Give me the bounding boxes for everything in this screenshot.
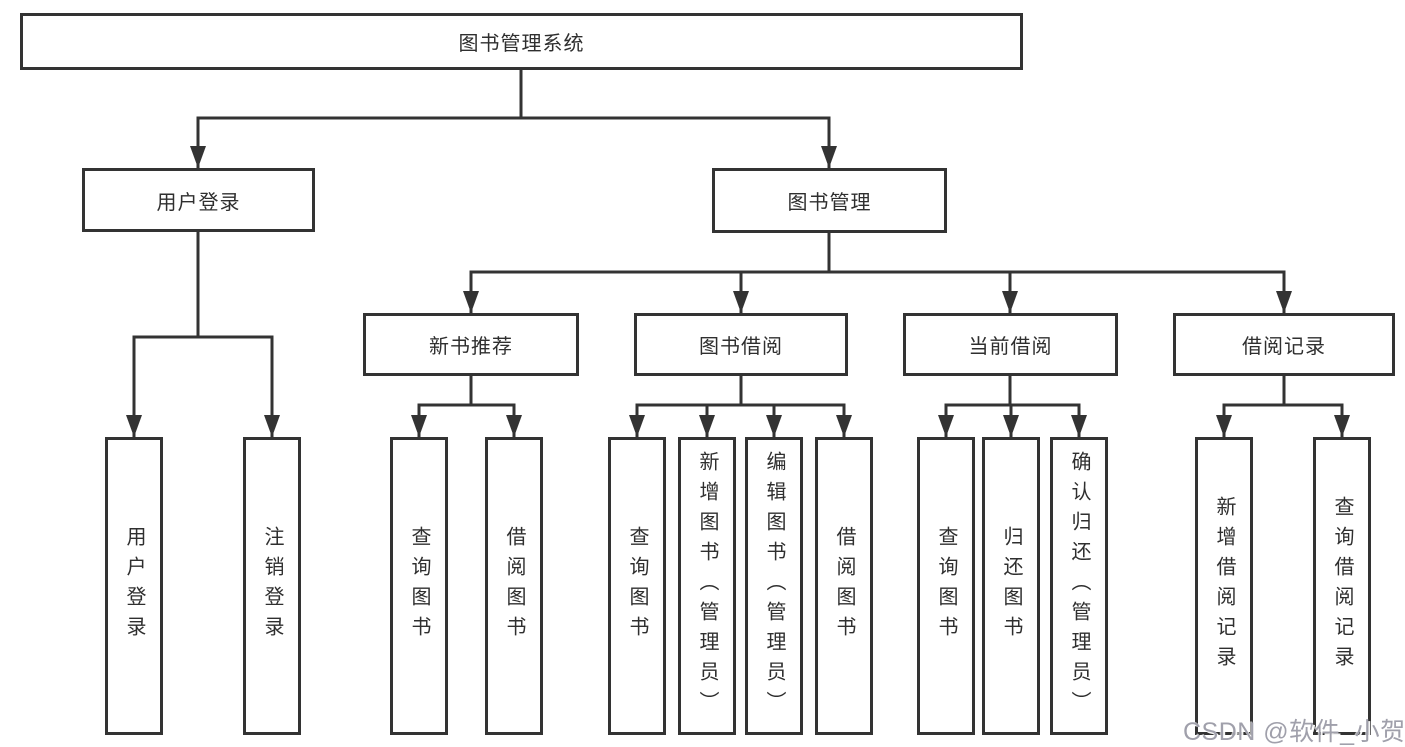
node-new-book-recommend: 新书推荐: [363, 313, 579, 376]
node-label: 图书管理: [787, 192, 872, 214]
leaf-confirm-return-admin: 确认归还（管理员）: [1050, 437, 1108, 735]
leaf-label: 新增借阅记录: [1213, 496, 1235, 676]
leaf-add-book-admin: 新增图书（管理员）: [678, 437, 736, 735]
leaf-label: 借阅图书: [503, 526, 525, 646]
leaf-borrow-books-borrow: 借阅图书: [815, 437, 873, 735]
node-current-borrowing: 当前借阅: [903, 313, 1118, 376]
leaf-label: 查询借阅记录: [1331, 496, 1353, 676]
leaf-logout: 注销登录: [243, 437, 301, 735]
leaf-query-books-recommend: 查询图书: [390, 437, 448, 735]
node-label: 图书管理系统: [458, 33, 585, 55]
leaf-label: 新增图书（管理员）: [696, 451, 718, 721]
leaf-edit-book-admin: 编辑图书（管理员）: [745, 437, 803, 735]
leaf-return-books: 归还图书: [982, 437, 1040, 735]
node-book-borrowing: 图书借阅: [634, 313, 848, 376]
leaf-label: 借阅图书: [833, 526, 855, 646]
leaf-query-books-current: 查询图书: [917, 437, 975, 735]
leaf-add-borrow-record: 新增借阅记录: [1195, 437, 1253, 735]
leaf-label: 查询图书: [408, 526, 430, 646]
leaf-label: 确认归还（管理员）: [1068, 451, 1090, 721]
node-label: 图书借阅: [699, 336, 783, 358]
node-borrowing-records: 借阅记录: [1173, 313, 1395, 376]
leaf-label: 查询图书: [935, 526, 957, 646]
node-book-management: 图书管理: [712, 168, 947, 233]
node-label: 当前借阅: [968, 336, 1053, 358]
csdn-watermark: CSDN @软件_小贺同学: [1183, 718, 1405, 746]
leaf-label: 归还图书: [1000, 526, 1022, 646]
node-user-login: 用户登录: [82, 168, 315, 232]
leaf-user-login: 用户登录: [105, 437, 163, 735]
leaf-label: 查询图书: [626, 526, 648, 646]
leaf-borrow-books-recommend: 借阅图书: [485, 437, 543, 735]
leaf-label: 注销登录: [261, 526, 283, 646]
node-label: 用户登录: [156, 191, 241, 214]
leaf-label: 用户登录: [123, 526, 145, 646]
leaf-label: 编辑图书（管理员）: [763, 451, 785, 721]
node-label: 新书推荐: [429, 336, 513, 358]
node-label: 借阅记录: [1242, 336, 1326, 358]
leaf-query-books-borrow: 查询图书: [608, 437, 666, 735]
leaf-query-borrow-record: 查询借阅记录: [1313, 437, 1371, 735]
node-library-management-system: 图书管理系统: [20, 13, 1023, 70]
